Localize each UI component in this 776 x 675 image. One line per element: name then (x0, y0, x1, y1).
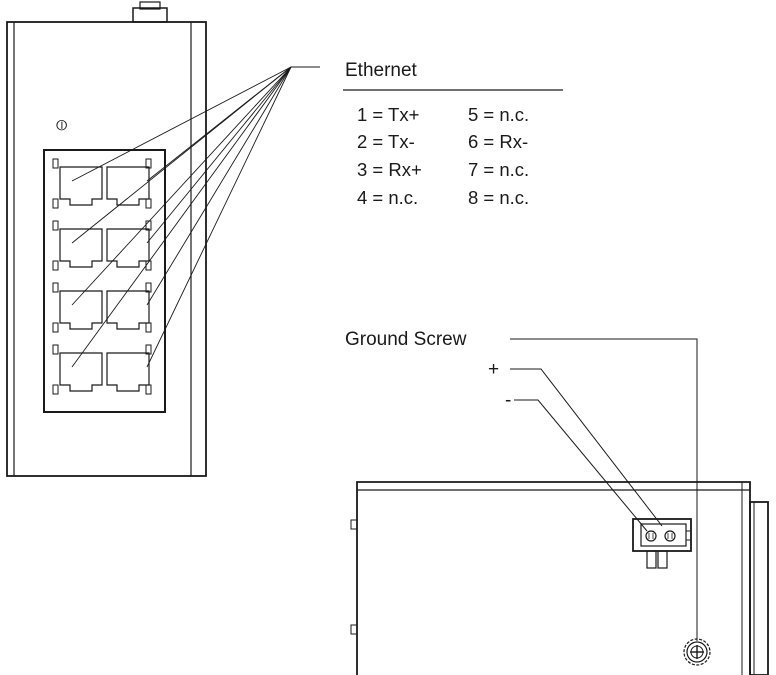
plus-label: + (488, 359, 499, 380)
leader-port-1 (71, 66, 292, 182)
terminal-inner (640, 523, 687, 547)
side-left-tab-2 (350, 624, 358, 635)
port-led-bottom (145, 384, 152, 395)
ethernet-port-5 (52, 282, 103, 333)
port-led-top (145, 158, 152, 169)
top-connector (132, 7, 168, 23)
ethernet-leader-lines (71, 66, 292, 368)
pin-4: 4 = n.c. (357, 187, 418, 208)
pin-3: 3 = Rx+ (357, 159, 422, 180)
port-led-top (52, 158, 59, 169)
top-connector-cap (139, 1, 161, 10)
terminal-latch (685, 530, 692, 541)
ethernet-port-4 (106, 220, 152, 271)
port-jack-outline (106, 166, 150, 206)
port-led-bottom (52, 384, 59, 395)
terminal-pin-2 (657, 550, 668, 569)
power-led-icon: ⦶ (57, 117, 68, 134)
pin-1: 1 = Tx+ (357, 104, 419, 125)
pin-6: 6 = Rx- (468, 131, 528, 152)
ethernet-ports (52, 158, 152, 395)
port-led-bottom (52, 322, 59, 333)
port-jack-outline (59, 228, 103, 268)
pin-8: 8 = n.c. (468, 187, 529, 208)
port-jack-outline (59, 290, 103, 330)
ground-screw-head (686, 641, 708, 663)
port-jack-outline (106, 352, 150, 392)
ethernet-title: Ethernet (345, 60, 418, 81)
callouts: Ground Screw + - (345, 329, 698, 641)
front-housing (6, 21, 207, 477)
ethernet-port-7 (52, 344, 103, 395)
port-led-bottom (52, 198, 59, 209)
port-led-bottom (145, 322, 152, 333)
port-led-top (52, 344, 59, 355)
port-led-top (145, 220, 152, 231)
ethernet-port-6 (106, 282, 152, 333)
ethernet-port-3 (52, 220, 103, 271)
port-led-top (145, 344, 152, 355)
port-panel (43, 149, 166, 413)
port-led-top (145, 282, 152, 293)
power-terminal (632, 518, 692, 569)
terminal-pin-1 (646, 550, 657, 569)
ethernet-pinout: Ethernet 1 = Tx+ 5 = n.c. 2 = Tx- 6 = Rx… (343, 60, 563, 208)
pin-7: 7 = n.c. (468, 159, 529, 180)
pin-5: 5 = n.c. (468, 104, 529, 125)
leader-port-4 (146, 66, 292, 244)
ethernet-port-8 (106, 344, 152, 395)
side-view (350, 481, 769, 675)
port-jack-outline (106, 228, 150, 268)
port-led-bottom (52, 260, 59, 271)
leader-port-5 (71, 66, 292, 306)
ethernet-port-1 (52, 158, 103, 209)
terminal-screw-minus (664, 530, 676, 542)
minus-leader (514, 399, 648, 532)
side-left-tab-1 (350, 519, 358, 530)
ethernet-port-2 (106, 158, 152, 209)
port-led-top (52, 282, 59, 293)
port-jack-outline (59, 166, 103, 206)
port-led-top (52, 220, 59, 231)
minus-label: - (505, 390, 511, 411)
port-led-bottom (145, 198, 152, 209)
leader-port-8 (146, 66, 292, 368)
plus-leader (510, 368, 663, 527)
pin-2: 2 = Tx- (357, 131, 415, 152)
din-rail-clip (749, 501, 769, 675)
leader-port-6 (146, 66, 292, 306)
port-jack-outline (59, 352, 103, 392)
ground-screw-label: Ground Screw (345, 329, 467, 350)
leader-port-7 (71, 66, 292, 368)
terminal-screw-plus (645, 530, 657, 542)
front-view: ⦶ (6, 1, 207, 477)
ground-screw-leader (510, 338, 698, 641)
leader-port-3 (71, 66, 292, 244)
side-housing (356, 481, 751, 675)
ground-screw (683, 638, 711, 666)
